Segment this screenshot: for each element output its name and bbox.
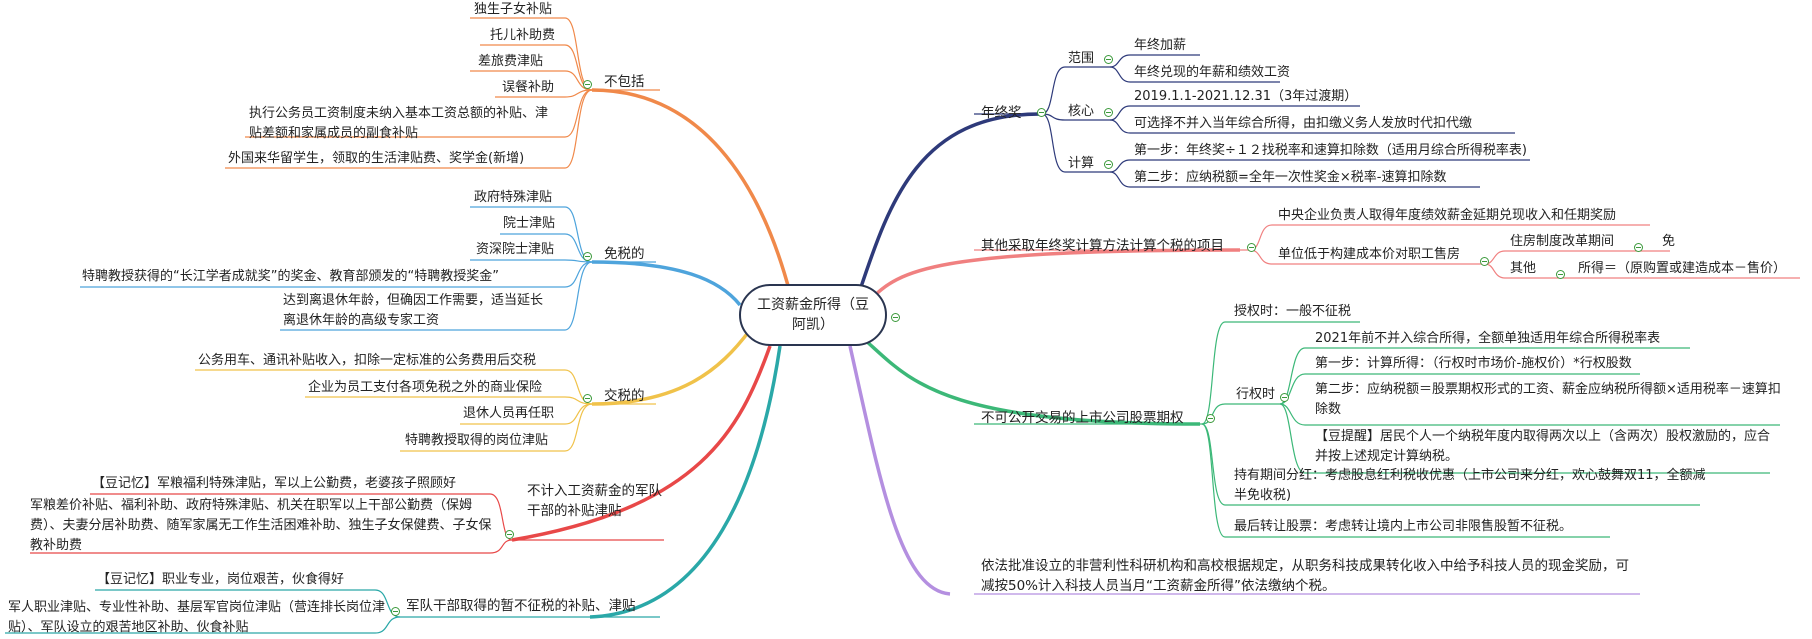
tax-free-item-1[interactable]: 政府特殊津贴 (474, 190, 553, 205)
collapse-toggle-other[interactable] (1556, 270, 1565, 279)
branch-other-methods[interactable]: 其他采取年终奖计算方法计算个税的项目 (981, 238, 1224, 254)
military-1-item-2[interactable]: 军粮差价补贴、福利补助、政府特殊津贴、机关在职军以上干部公勤费（保姆费）、夫妻分… (30, 498, 492, 553)
taxable-item-1[interactable]: 公务用车、通讯补贴收入，扣除一定标准的公务费用后交税 (198, 353, 537, 368)
excluded-item-1[interactable]: 独生子女补贴 (474, 2, 553, 17)
other-housing-reform[interactable]: 住房制度改革期间 (1510, 234, 1615, 249)
collapse-toggle-scope[interactable] (1104, 55, 1113, 64)
collapse-toggle-excluded[interactable] (583, 80, 592, 89)
bonus-calc-item-1[interactable]: 第一步：年终奖÷１２找税率和速算扣除数（适用月综合所得税率表) (1134, 143, 1527, 158)
collapse-toggle-other-methods[interactable] (1247, 243, 1256, 252)
other-exempt[interactable]: 免 (1662, 234, 1676, 249)
bonus-scope-item-1[interactable]: 年终加薪 (1134, 38, 1187, 53)
stock-grant[interactable]: 授权时：一般不征税 (1234, 304, 1352, 319)
collapse-toggle-below-cost[interactable] (1480, 257, 1489, 266)
bonus-core-item-1[interactable]: 2019.1.1-2021.12.31（3年过渡期） (1134, 89, 1358, 104)
collapse-toggle-calc[interactable] (1104, 160, 1113, 169)
bonus-calc-label[interactable]: 计算 (1068, 156, 1095, 171)
tax-free-item-3[interactable]: 资深院士津贴 (476, 242, 555, 257)
excluded-item-3[interactable]: 差旅费津贴 (478, 54, 544, 69)
branch-military-not-salary[interactable]: 不计入工资薪金的军队干部的补贴津贴 (527, 483, 662, 519)
branch-research-reward[interactable]: 依法批准设立的非营利性科研机构和高校根据规定，从职务科技成果转化收入中给予科技人… (981, 558, 1629, 594)
bonus-core-item-2[interactable]: 可选择不并入当年综合所得，由扣缴义务人发放时代扣代缴 (1134, 116, 1473, 131)
collapse-toggle-root[interactable] (891, 313, 900, 322)
other-below-cost-housing[interactable]: 单位低于构建成本价对职工售房 (1278, 247, 1461, 262)
bonus-core-label[interactable]: 核心 (1068, 104, 1095, 119)
stock-exercise-item-2[interactable]: 第一步：计算所得：（行权时市场价-施权价）*行权股数 (1315, 356, 1632, 371)
root-topic[interactable]: 工资薪金所得（豆阿凯） (739, 284, 887, 346)
branch-curve-bonus (858, 112, 1041, 291)
branch-tax-free[interactable]: 免税的 (604, 246, 645, 262)
branch-curve-military-1 (511, 345, 772, 542)
collapse-toggle-bonus[interactable] (1037, 108, 1046, 117)
taxable-item-4[interactable]: 特聘教授取得的岗位津贴 (405, 433, 549, 448)
other-central-enterprise[interactable]: 中央企业负责人取得年度绩效薪金延期兑现收入和任期奖励 (1278, 208, 1617, 223)
branch-curve-military-2 (589, 345, 782, 619)
taxable-item-3[interactable]: 退休人员再任职 (463, 406, 555, 421)
branch-curve-taxable (591, 328, 752, 406)
taxable-item-2[interactable]: 企业为员工支付各项免税之外的商业保险 (308, 380, 543, 395)
excluded-item-4[interactable]: 误餐补助 (502, 80, 555, 95)
collapse-toggle-military-2[interactable] (391, 607, 400, 616)
collapse-toggle-tax-free[interactable] (583, 252, 592, 261)
other-other[interactable]: 其他 (1510, 261, 1537, 276)
branch-curve-excluded (591, 88, 792, 294)
branch-curve-other (868, 248, 1241, 302)
stock-exercise-item-3[interactable]: 第二步：应纳税额＝股票期权形式的工资、薪金应纳税所得额×适用税率－速算扣除数 (1315, 382, 1781, 417)
stock-transfer[interactable]: 最后转让股票：考虑转让境内上市公司非限售股暂不征税。 (1234, 519, 1573, 534)
collapse-toggle-stock-options[interactable] (1206, 414, 1215, 423)
collapse-toggle-housing-reform[interactable] (1634, 243, 1643, 252)
stock-exercise-item-4[interactable]: 【豆提醒】居民个人一个纳税年度内取得两次以上（含两次）股权激励的，应合并按上述规… (1315, 429, 1771, 464)
tax-free-item-4[interactable]: 特聘教授获得的“长江学者成就奖”的奖金、教育部颁发的“特聘教授奖金” (82, 269, 499, 284)
collapse-toggle-military-1[interactable] (505, 530, 514, 539)
collapse-toggle-taxable[interactable] (583, 394, 592, 403)
bonus-calc-item-2[interactable]: 第二步：应纳税额=全年一次性奖金×税率-速算扣除数 (1134, 170, 1447, 185)
connectors-bonus (1041, 54, 1530, 188)
military-2-item-1[interactable]: 【豆记忆】职业专业，岗位艰苦，伙食得好 (97, 572, 345, 587)
military-2-item-2[interactable]: 军人职业津贴、专业性补助、基层军官岗位津贴（营连排长岗位津贴）、军队设立的艰苦地… (8, 600, 386, 635)
bonus-scope-label[interactable]: 范围 (1068, 51, 1095, 66)
excluded-item-2[interactable]: 托儿补助费 (490, 28, 556, 43)
stock-dividend[interactable]: 持有期间分红：考虑股息红利税收优惠（上市公司来分红，欢心鼓舞双11，全额减半免收… (1234, 468, 1706, 503)
branch-taxable[interactable]: 交税的 (604, 388, 645, 404)
branch-curve-research (848, 345, 951, 596)
collapse-toggle-exercise[interactable] (1280, 393, 1289, 402)
connectors-military-2 (5, 589, 401, 634)
branch-excluded[interactable]: 不包括 (604, 74, 645, 90)
stock-exercise-label[interactable]: 行权时 (1236, 387, 1276, 402)
excluded-item-6[interactable]: 外国来华留学生，领取的生活津贴费、奖学金(新增) (228, 151, 525, 166)
branch-curve-tax-free (591, 260, 742, 307)
tax-free-item-2[interactable]: 院士津贴 (503, 216, 556, 231)
other-income-formula[interactable]: 所得＝（原购置或建造成本－售价） (1578, 261, 1787, 276)
bonus-scope-item-2[interactable]: 年终兑现的年薪和绩效工资 (1134, 65, 1291, 80)
collapse-toggle-core[interactable] (1104, 108, 1113, 117)
branch-military-tax-free[interactable]: 军队干部取得的暂不征税的补贴、津贴 (406, 598, 636, 614)
branch-bonus[interactable]: 年终奖 (981, 105, 1022, 121)
branch-stock-options[interactable]: 不可公开交易的上市公司股票期权 (981, 410, 1184, 426)
excluded-item-5[interactable]: 执行公务员工资制度未纳入基本工资总额的补贴、津贴差额和家属成员的副食补贴 (249, 106, 549, 141)
branch-curve-stock (863, 338, 1201, 426)
tax-free-item-5[interactable]: 达到离退休年龄，但确因工作需要，适当延长离退休年龄的高级专家工资 (283, 293, 544, 328)
military-1-item-1[interactable]: 【豆记忆】军粮福利特殊津贴，军以上公勤费，老婆孩子照顾好 (92, 476, 457, 491)
stock-exercise-item-1[interactable]: 2021年前不并入综合所得，全额单独适用年综合所得税率表 (1315, 331, 1661, 346)
